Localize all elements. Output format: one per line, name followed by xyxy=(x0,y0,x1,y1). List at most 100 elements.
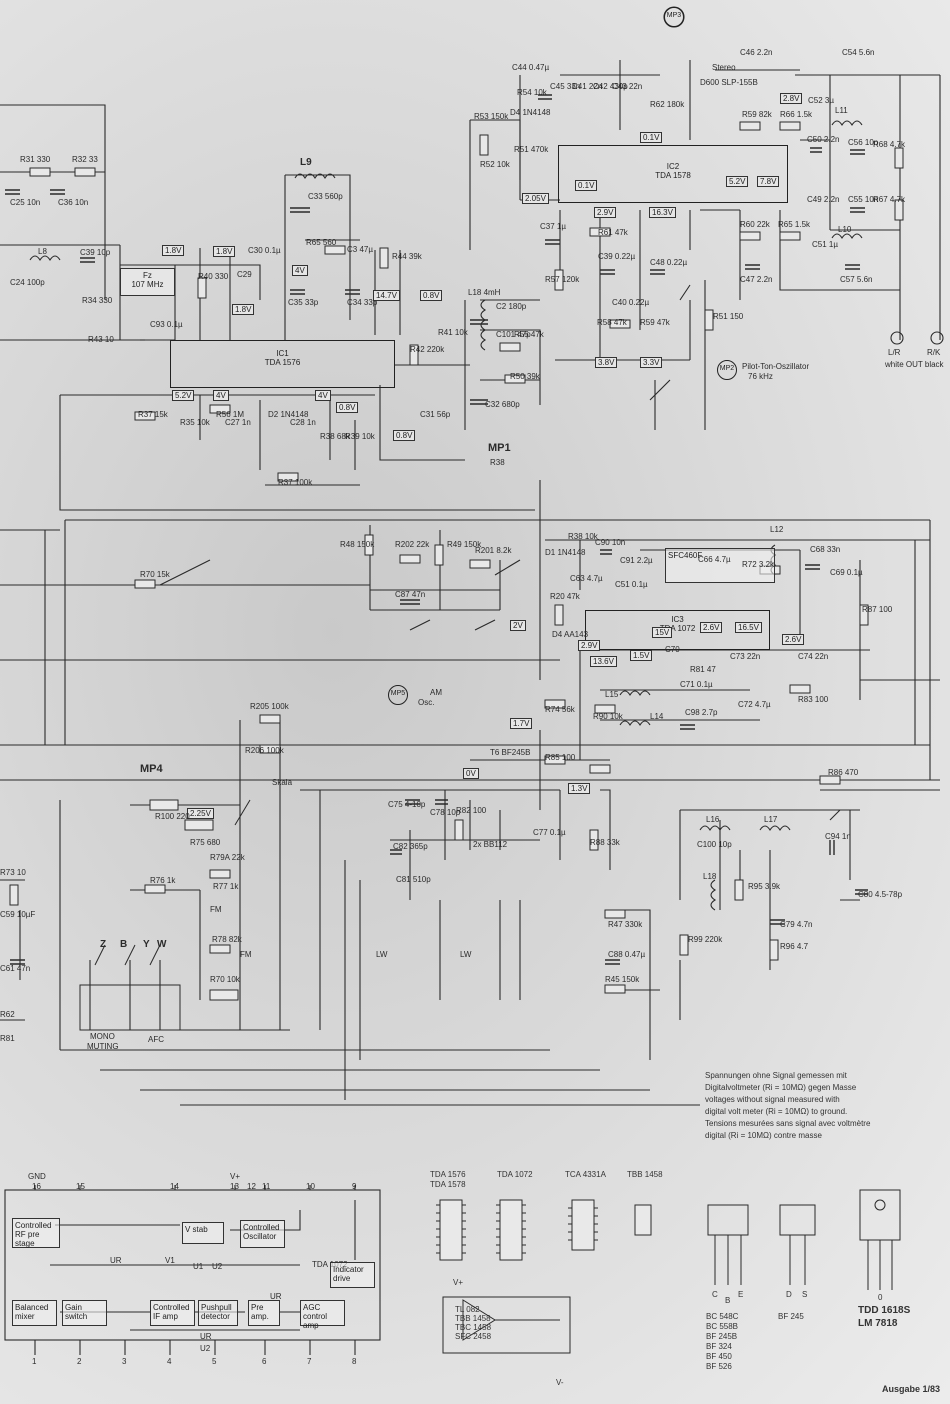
pkg-label: BF 450 xyxy=(706,1352,732,1361)
component-label: R44 39k xyxy=(392,252,422,261)
voltage-badge: 1.8V xyxy=(162,245,185,256)
component-label: R206 100k xyxy=(245,746,284,755)
component-label: R202 22k xyxy=(395,540,430,549)
pkg-label: TCA 4331A xyxy=(565,1170,606,1179)
mp3-label: MP3 xyxy=(666,12,682,19)
component-label: C91 2.2µ xyxy=(620,556,653,565)
bd-block: Controlled IF amp xyxy=(150,1300,195,1326)
switch-label: LW xyxy=(460,950,472,959)
pkg-label: S xyxy=(802,1290,808,1299)
component-label: C90 10n xyxy=(595,538,626,547)
component-label: R35 10k xyxy=(180,418,210,427)
component-label: R86 470 xyxy=(828,768,859,777)
component-label: R201 8.2k xyxy=(475,546,512,555)
switch-label: B xyxy=(120,939,128,950)
filter-fz: Fz xyxy=(143,271,152,280)
component-label: R34 330 xyxy=(82,296,113,305)
bd-pin: 11 xyxy=(262,1182,271,1191)
pkg-label: BF 526 xyxy=(706,1362,732,1371)
component-label: R99 220k xyxy=(688,935,723,944)
bd-pin: 7 xyxy=(307,1357,312,1366)
component-label: R68 4.7k xyxy=(873,140,906,149)
component-label: R96 4.7 xyxy=(780,942,809,951)
bd-block: V stab xyxy=(182,1222,224,1244)
pkg-label: TDA 1072 xyxy=(497,1170,533,1179)
am-label: AM xyxy=(430,688,442,697)
component-label: R54 10k xyxy=(517,88,547,97)
voltage-badge: 0V xyxy=(463,768,479,779)
component-label: C3 47µ xyxy=(347,245,373,254)
component-label: C52 3µ xyxy=(808,96,834,105)
bd-pin: 9 xyxy=(352,1182,357,1191)
pkg-label: V+ xyxy=(453,1278,464,1287)
component-label: C87 47n xyxy=(395,590,426,599)
component-label: R48 150k xyxy=(340,540,375,549)
component-label: C70 xyxy=(665,645,680,654)
component-label: R65 560 xyxy=(306,238,337,247)
component-label: D4 1N4148 xyxy=(510,108,551,117)
component-label: R58 47k xyxy=(597,318,627,327)
component-label: C68 33n xyxy=(810,545,841,554)
voltage-badge: 2.6V xyxy=(700,622,723,633)
component-label: R38 68k xyxy=(320,432,350,441)
component-label: R205 100k xyxy=(250,702,289,711)
voltage-badge: 1.5V xyxy=(630,650,653,661)
component-label: C34 33p xyxy=(347,298,378,307)
component-label: R57 120k xyxy=(545,275,580,284)
sfc-label: SFC460F xyxy=(668,551,703,560)
ceramic-filter: Fz 107 MHz xyxy=(120,268,175,296)
voltage-badge: 2.9V xyxy=(594,207,617,218)
component-label: C28 1n xyxy=(290,418,316,427)
pkg-label: TDD 1618S xyxy=(858,1305,911,1316)
component-label: C49 2.2n xyxy=(807,195,840,204)
voltage-badge: 14.7V xyxy=(373,290,400,301)
bd-block-label: Balanced mixer xyxy=(15,1303,49,1321)
component-label: R81 xyxy=(0,1034,15,1043)
bd-u-label: UR xyxy=(200,1332,212,1341)
voltage-badge: 4V xyxy=(213,390,229,401)
bd-pin: 13 xyxy=(230,1182,239,1191)
component-label: L10 xyxy=(838,225,852,234)
pkg-label: C xyxy=(712,1290,718,1299)
component-label: C42 430p xyxy=(593,82,628,91)
voltage-badge: 0.8V xyxy=(393,430,416,441)
mp1-label: MP1 xyxy=(488,442,511,454)
component-label: C35 33p xyxy=(288,298,319,307)
voltage-badge: 2.05V xyxy=(522,193,549,204)
voltage-badge: 3.8V xyxy=(595,357,618,368)
pkg-label: D xyxy=(786,1290,792,1299)
component-label: C93 0.1µ xyxy=(150,320,183,329)
component-label: C77 0.1µ xyxy=(533,828,566,837)
component-label: 2x BB112 xyxy=(473,840,508,849)
component-label: C80 4.5-78p xyxy=(858,890,903,899)
bd-pin: 15 xyxy=(76,1182,85,1191)
bd-pin: V+ xyxy=(230,1172,241,1181)
component-label: R87 100 xyxy=(862,605,893,614)
component-label: R76 1k xyxy=(150,876,176,885)
voltage-badge: 5.2V xyxy=(726,176,749,187)
component-label: C54 5.6n xyxy=(842,48,875,57)
component-label: L18 4mH xyxy=(468,288,501,297)
component-label: C69 0.1µ xyxy=(830,568,863,577)
note-line: digital (Ri = 10MΩ) contre masse xyxy=(705,1131,822,1140)
component-label: R83 100 xyxy=(798,695,829,704)
component-label: C81 510p xyxy=(396,875,431,884)
ic2-part: TDA 1578 xyxy=(655,171,691,180)
component-label: C98 2.7p xyxy=(685,708,718,717)
voltage-badge: 1.3V xyxy=(568,783,591,794)
component-label: C61 47n xyxy=(0,964,31,973)
component-label: C59 10µF xyxy=(0,910,36,919)
bd-pin: 2 xyxy=(77,1357,82,1366)
switch-label: FM xyxy=(240,950,252,959)
stereo-label: Stereo xyxy=(712,63,736,72)
component-label: R65 1.5k xyxy=(778,220,811,229)
bd-pin: GND xyxy=(28,1172,46,1181)
component-label: C39 10p xyxy=(80,248,111,257)
component-label: D4 AA143 xyxy=(552,630,589,639)
component-label: R50 39k xyxy=(510,372,540,381)
component-label: R70 15k xyxy=(140,570,170,579)
voltage-badge: 1.8V xyxy=(232,304,255,315)
voltage-badge: 13.6V xyxy=(590,656,617,667)
component-label: R51 470k xyxy=(514,145,549,154)
